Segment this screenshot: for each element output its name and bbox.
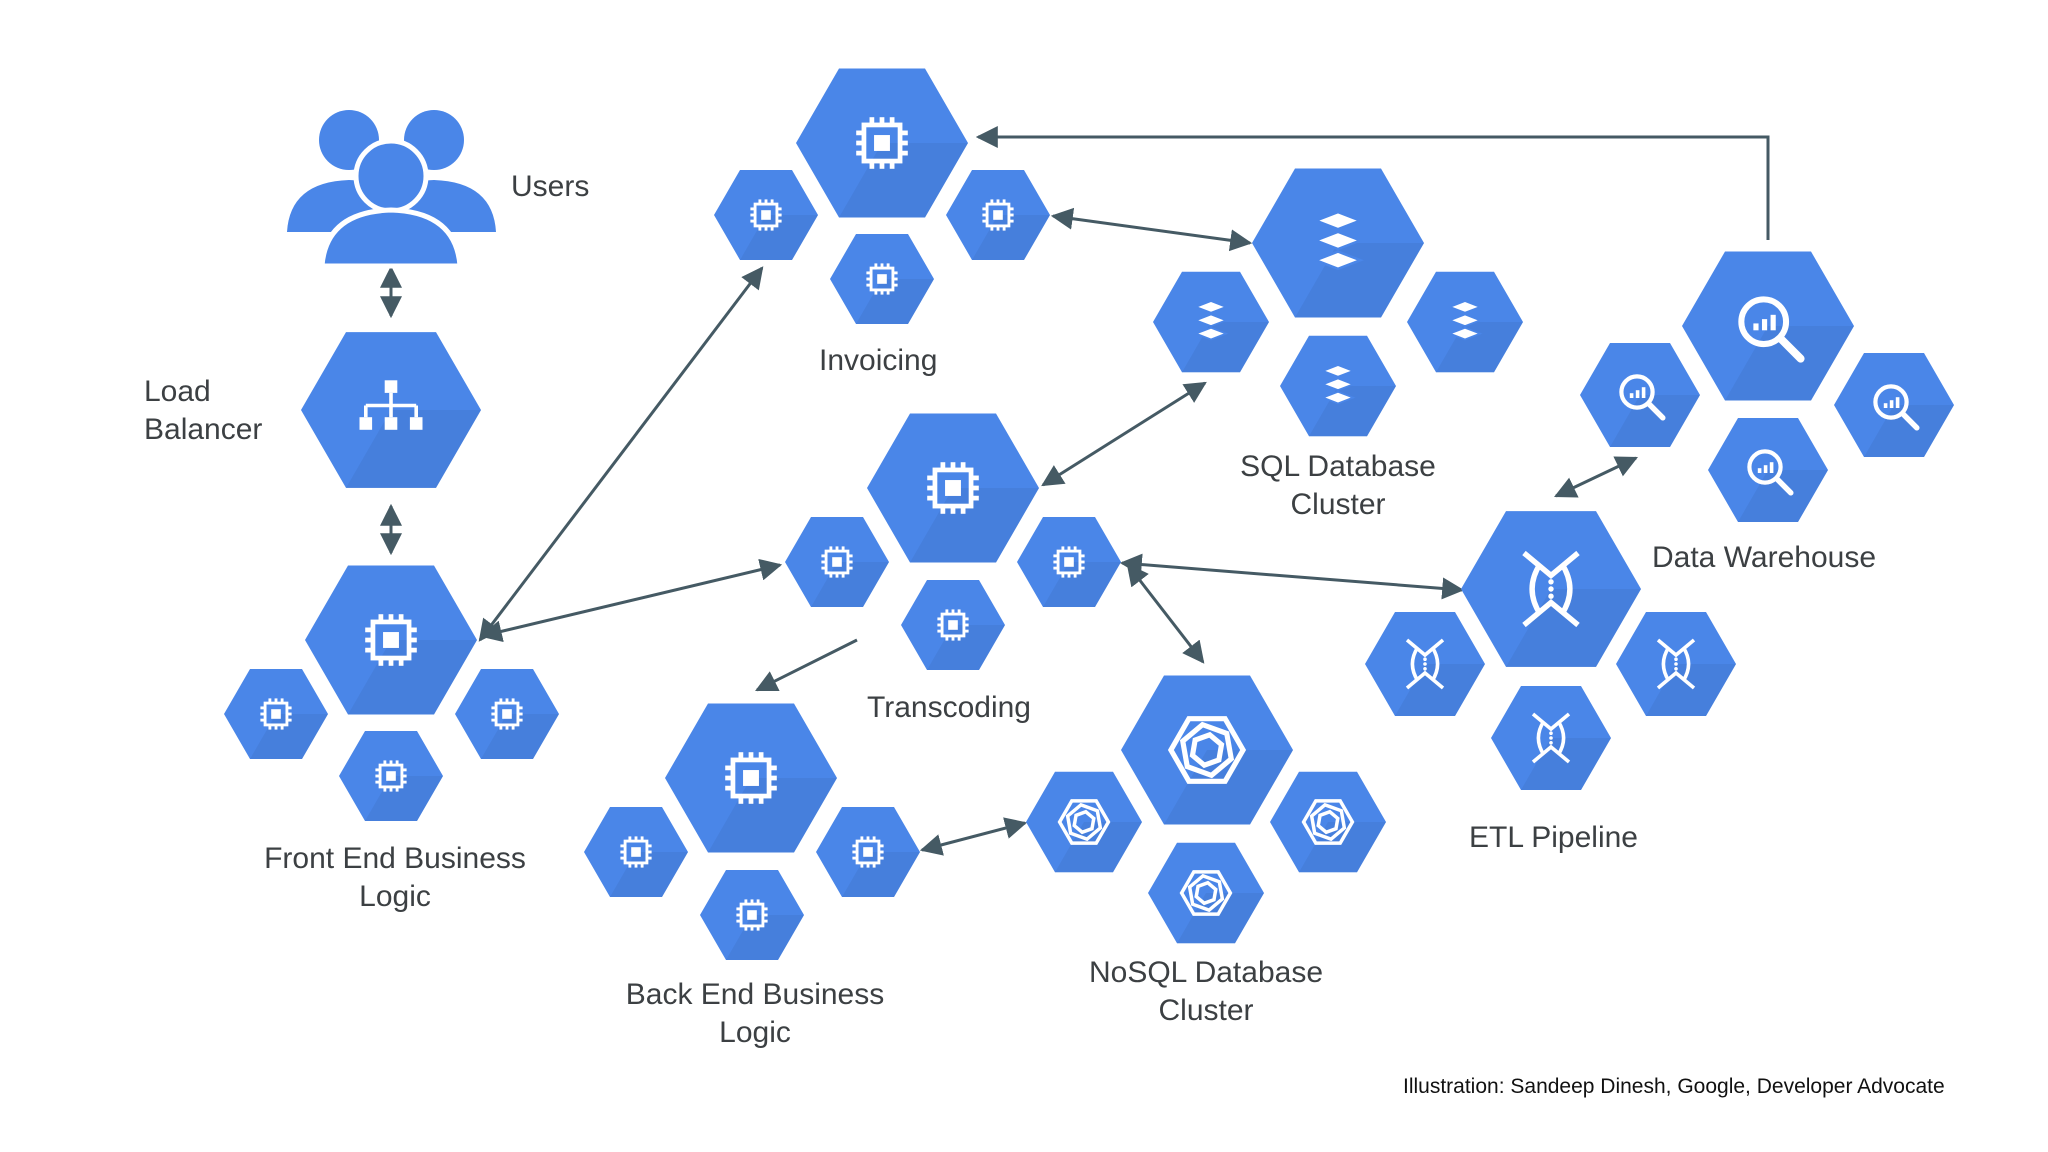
sql-cluster-label: SQL Database Cluster xyxy=(1238,448,1438,524)
warehouse-node-small-1 xyxy=(1580,343,1700,447)
invoicing-node-small-1 xyxy=(714,170,818,261)
sql-node-small-3 xyxy=(1280,335,1396,437)
label-line: Balancer xyxy=(144,413,263,446)
label-line: SQL Database xyxy=(1240,450,1436,483)
label-line: Logic xyxy=(359,880,431,913)
label-line: Logic xyxy=(719,1016,791,1049)
label-line: Load xyxy=(144,375,211,408)
front-end-node-small-2 xyxy=(455,669,559,760)
users-icon xyxy=(287,110,496,269)
invoicing-cluster xyxy=(714,68,1050,325)
label-line: Cluster xyxy=(1290,488,1386,521)
warehouse-cluster xyxy=(1580,251,1954,522)
data-warehouse-label: Data Warehouse xyxy=(1652,539,1876,577)
etl-pipeline-label: ETL Pipeline xyxy=(1469,819,1638,857)
transcoding-node-small-1 xyxy=(785,517,889,608)
back-end-node-small-3 xyxy=(700,870,804,961)
etl-node-small-2 xyxy=(1616,612,1736,716)
label-line: Cluster xyxy=(1158,994,1254,1027)
nosql-node-small-1 xyxy=(1026,771,1142,873)
back-end-label: Back End Business Logic xyxy=(620,976,890,1052)
sql-node-small-2 xyxy=(1407,271,1523,373)
etl-node-main xyxy=(1461,511,1641,667)
front-end-cluster xyxy=(224,565,559,822)
connectors xyxy=(380,126,1770,856)
warehouse-node-small-3 xyxy=(1708,418,1828,522)
arrow-frontend-transcoding xyxy=(479,558,783,643)
nosql-node-main xyxy=(1121,675,1293,825)
sql-node-main xyxy=(1252,168,1424,318)
label-line: Data Warehouse xyxy=(1652,541,1877,574)
nosql-cluster-label: NoSQL Database Cluster xyxy=(1075,954,1337,1030)
arrow-transcoding-nosql xyxy=(1126,563,1205,664)
arrow-etl-warehouse xyxy=(1554,456,1638,498)
back-end-node-main xyxy=(665,703,837,853)
illustration-credit: Illustration: Sandeep Dinesh, Google, De… xyxy=(1403,1075,1945,1098)
back-end-node-small-1 xyxy=(584,807,688,898)
arrow-warehouse-invoicing xyxy=(975,126,1770,240)
arrow-backend-nosql xyxy=(919,817,1028,856)
back-end-cluster xyxy=(584,703,920,961)
label-line: Transcoding xyxy=(867,691,1031,724)
warehouse-node-main xyxy=(1682,251,1854,401)
load-balancer-label: Load Balancer xyxy=(144,373,262,449)
etl-node-small-3 xyxy=(1491,686,1611,790)
transcoding-cluster xyxy=(785,413,1121,671)
sql-node-small-1 xyxy=(1153,271,1269,373)
front-end-node-small-3 xyxy=(339,731,443,822)
label-line: Invoicing xyxy=(819,344,938,377)
sql-cluster xyxy=(1153,168,1523,437)
users-label: Users xyxy=(511,168,589,206)
transcoding-node-main xyxy=(867,413,1039,563)
load-balancer-node xyxy=(301,332,481,488)
invoicing-node-small-3 xyxy=(830,234,934,325)
nosql-node-small-3 xyxy=(1148,842,1264,944)
label-line: NoSQL Database xyxy=(1088,956,1324,989)
etl-node-small-1 xyxy=(1365,612,1485,716)
etl-cluster xyxy=(1365,511,1736,790)
arrow-transcoding-etl xyxy=(1119,553,1465,600)
front-end-label: Front End Business Logic xyxy=(255,840,535,916)
nosql-cluster xyxy=(1026,675,1386,944)
invoicing-node-small-2 xyxy=(946,170,1050,261)
arrow-frontend-invoicing xyxy=(478,266,764,642)
node-hexagons xyxy=(224,68,1954,961)
warehouse-node-small-2 xyxy=(1834,353,1954,457)
label-line: ETL Pipeline xyxy=(1469,821,1638,854)
transcoding-node-small-3 xyxy=(901,580,1005,671)
label-line: Back End Business xyxy=(625,978,885,1011)
label-line: Users xyxy=(511,170,590,203)
transcoding-node-small-2 xyxy=(1017,517,1121,608)
transcoding-label: Transcoding xyxy=(867,689,1031,727)
arrow-transcoding-backend xyxy=(755,638,858,692)
arrow-transcoding-sql xyxy=(1041,381,1207,487)
back-end-node-small-2 xyxy=(816,807,920,898)
invoicing-label: Invoicing xyxy=(819,342,937,380)
invoicing-node-main xyxy=(796,68,968,218)
front-end-node-main xyxy=(305,565,477,715)
arrow-invoicing-sql xyxy=(1050,207,1253,252)
label-line: Front End Business xyxy=(264,842,526,875)
front-end-node-small-1 xyxy=(224,669,328,760)
nosql-node-small-2 xyxy=(1270,771,1386,873)
